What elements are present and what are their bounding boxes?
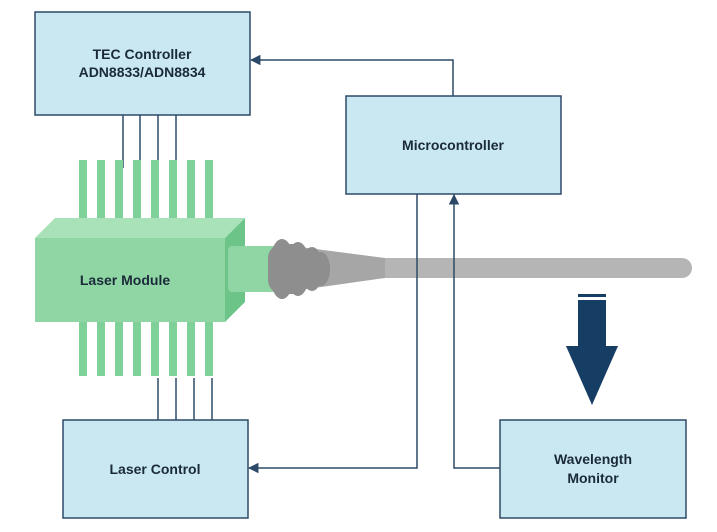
tec-controller-title: TEC Controller (93, 46, 192, 62)
microcontroller-label: Microcontroller (402, 137, 504, 153)
wavelength-monitor-label-line1: Wavelength (554, 451, 632, 467)
laser-control-box: Laser Control (62, 419, 249, 519)
microcontroller-box: Microcontroller (345, 95, 562, 195)
tec-to-module-wires (122, 115, 177, 168)
signal-arrows (247, 54, 500, 474)
laser-module: Laser Module (35, 218, 284, 322)
fiber-connector (268, 239, 330, 299)
tec-controller-part-numbers: ADN8833/ADN8834 (79, 64, 206, 80)
laser-control-label: Laser Control (109, 461, 200, 477)
down-arrow-icon (566, 294, 618, 405)
optical-fiber (300, 247, 692, 290)
laser-module-top-pins (79, 160, 213, 224)
arrow-wavelength-monitor-to-microcontroller (448, 193, 500, 469)
laser-module-front-face (35, 238, 225, 322)
wavelength-monitor-box: Wavelength Monitor (499, 419, 687, 519)
laser-module-bottom-pins (79, 318, 213, 376)
arrow-microcontroller-to-laser-control (247, 194, 418, 474)
module-to-laser-control-wires (157, 378, 213, 420)
wavelength-monitor-label-line2: Monitor (567, 470, 619, 486)
laser-module-label: Laser Module (80, 272, 170, 288)
laser-module-top-face (35, 218, 245, 238)
tec-controller-box: TEC Controller ADN8833/ADN8834 (34, 11, 251, 116)
arrow-microcontroller-to-tec (249, 54, 454, 96)
